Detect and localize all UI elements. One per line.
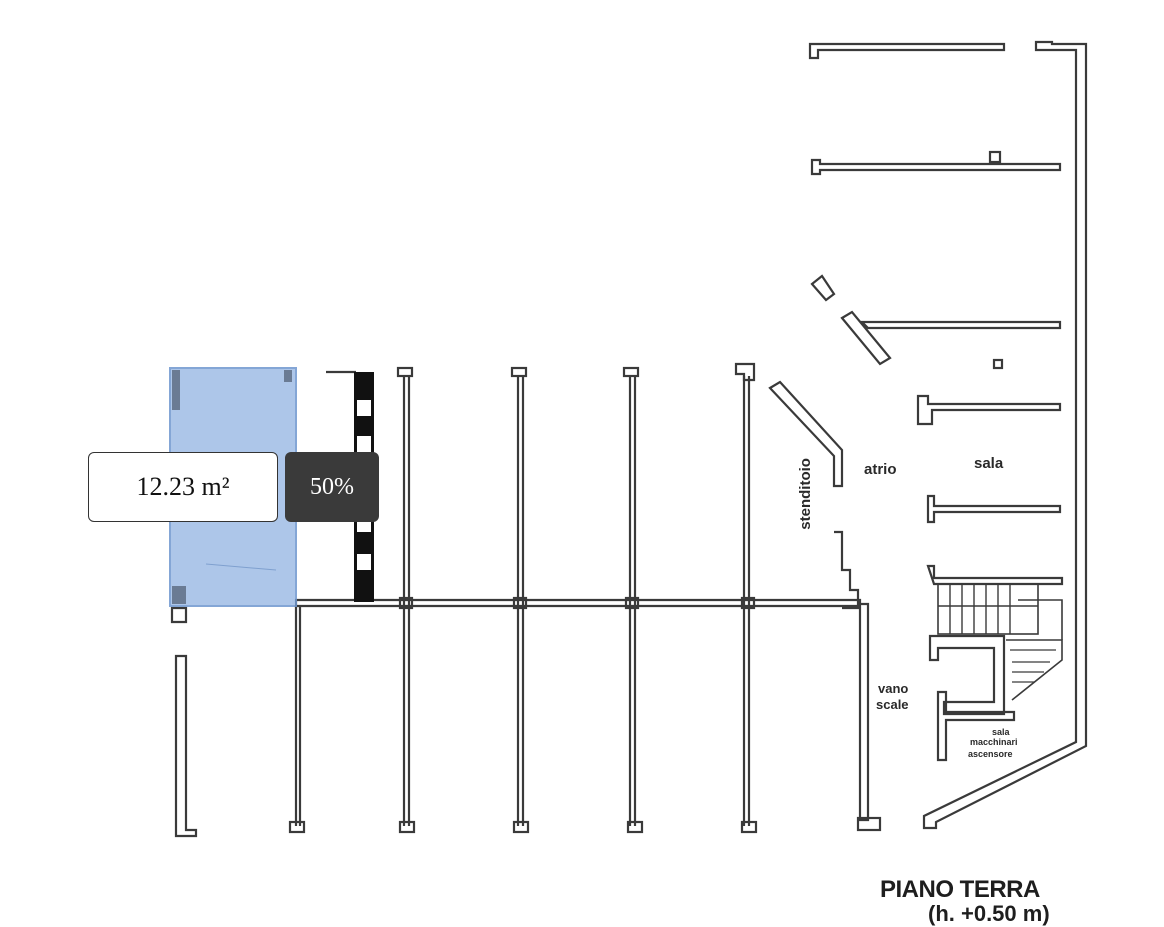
plan-title: PIANO TERRA <box>880 876 1040 903</box>
main-beam <box>294 598 862 608</box>
share-percentage-badge[interactable]: 50% <box>285 452 379 522</box>
wall-room-3 <box>916 394 1062 426</box>
column-small-1 <box>988 150 1002 164</box>
pillars <box>288 362 882 834</box>
room-label-vano-scale-1: vano <box>878 681 909 696</box>
wall-room-1 <box>810 158 1062 176</box>
room-label-sala: sala <box>974 455 1004 472</box>
wall-left-lower <box>174 654 198 838</box>
wall-stenditoio-right <box>834 530 870 822</box>
wall-room-4 <box>926 494 1062 524</box>
wall-top <box>808 42 1006 60</box>
wall-diagonal-2 <box>840 310 892 366</box>
stair-block <box>928 583 1063 762</box>
area-measurement-label[interactable]: 12.23 m² <box>88 452 278 522</box>
room-label-sala-macchinari-1: sala <box>992 727 1010 737</box>
wall-diagonal-3 <box>768 380 844 488</box>
wall-right-outer <box>922 40 1088 830</box>
column-small-2 <box>992 358 1004 370</box>
room-label-sala-macchinari-3: ascensore <box>968 749 1013 759</box>
wall-room-2 <box>859 320 1062 330</box>
plan-subtitle: (h. +0.50 m) <box>928 901 1050 926</box>
wall-diagonal-1 <box>810 274 836 302</box>
floor-plan-walls <box>170 40 1088 838</box>
room-label-atrio: atrio <box>864 461 897 478</box>
room-label-vano-scale-2: scale <box>876 697 909 712</box>
wall-left-upper <box>170 606 188 624</box>
room-label-stenditoio: stenditoio <box>797 458 815 530</box>
wall-stair-top <box>926 564 1064 586</box>
room-label-sala-macchinari-2: macchinari <box>970 737 1018 747</box>
